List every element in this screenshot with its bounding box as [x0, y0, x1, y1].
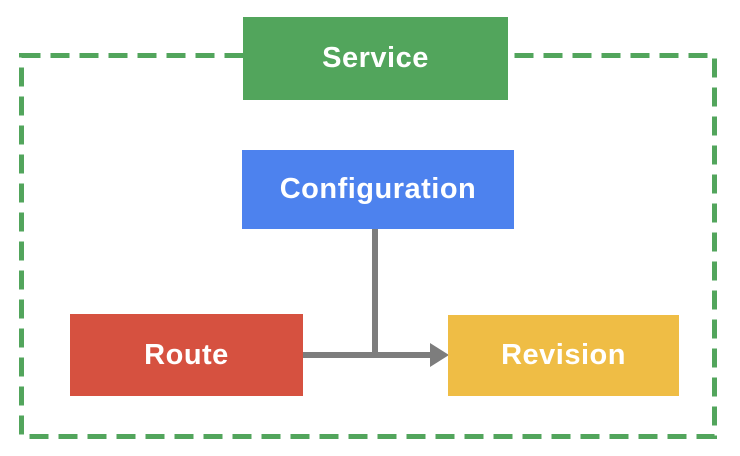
dashed-boundary [19, 53, 717, 439]
node-service-label: Service [322, 42, 429, 74]
node-route: Route [70, 314, 303, 396]
node-revision: Revision [448, 315, 679, 396]
node-revision-label: Revision [501, 339, 626, 371]
node-route-label: Route [144, 338, 229, 371]
node-configuration-label: Configuration [279, 173, 477, 205]
node-service: Service [243, 17, 508, 100]
node-configuration: Configuration [242, 150, 514, 229]
arrowhead [430, 343, 449, 367]
